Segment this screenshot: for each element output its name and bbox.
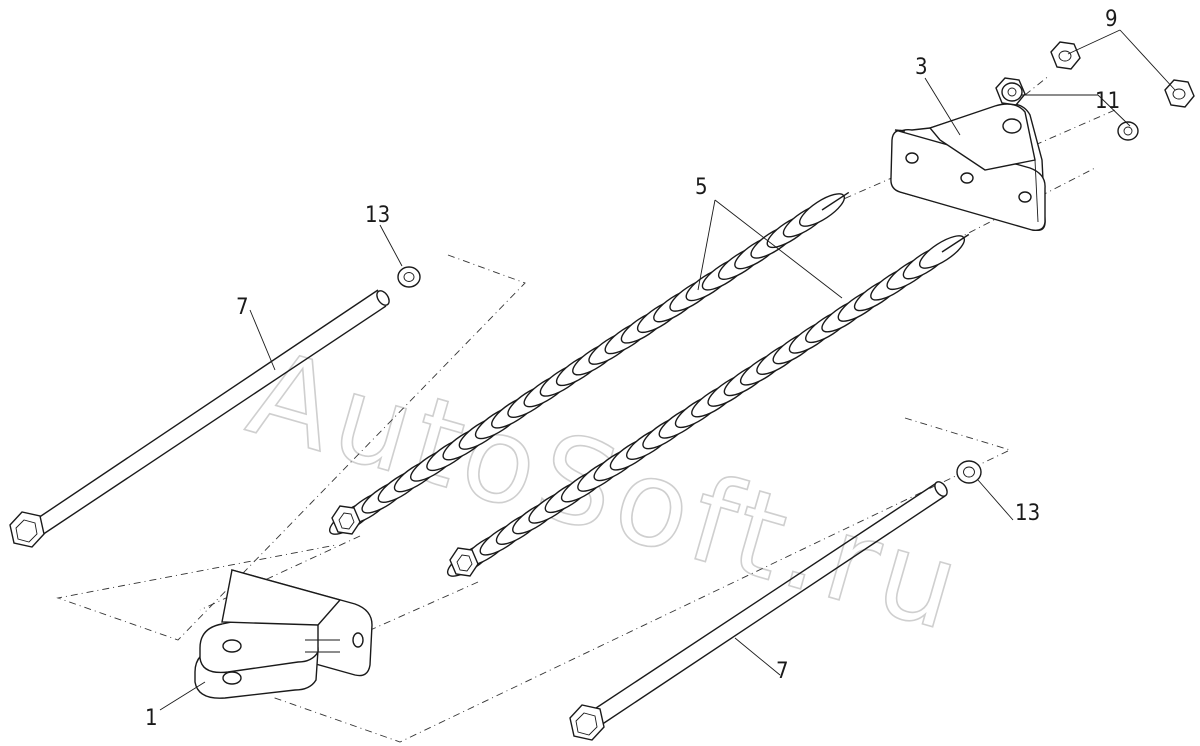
rod-right: [569, 481, 948, 741]
washer-left: [397, 266, 421, 288]
nut-upper: [1050, 41, 1081, 70]
spring-upper: [329, 191, 850, 535]
callout-part-13-right: 13: [1015, 501, 1040, 526]
rod-left: [9, 289, 390, 548]
callout-part-13-left: 13: [365, 203, 390, 228]
callout-part-1: 1: [145, 706, 158, 731]
callout-part-3: 3: [915, 55, 928, 80]
lock-washer-lower: [1117, 121, 1139, 141]
leader-lines: [159, 29, 1176, 711]
bracket-top: [890, 103, 1046, 232]
callout-part-11: 11: [1095, 89, 1120, 114]
spring-lower: [446, 233, 970, 577]
lock-washer-upper: [1001, 82, 1023, 102]
callout-part-7-left: 7: [236, 295, 249, 320]
callout-part-5: 5: [695, 175, 708, 200]
callout-part-9: 9: [1105, 7, 1118, 32]
bracket-bottom: [194, 569, 373, 699]
callout-part-7-right: 7: [776, 659, 789, 684]
callout-labels: 3 9 11 5 13 7 13 7 1: [145, 7, 1120, 731]
washer-right: [956, 460, 982, 484]
